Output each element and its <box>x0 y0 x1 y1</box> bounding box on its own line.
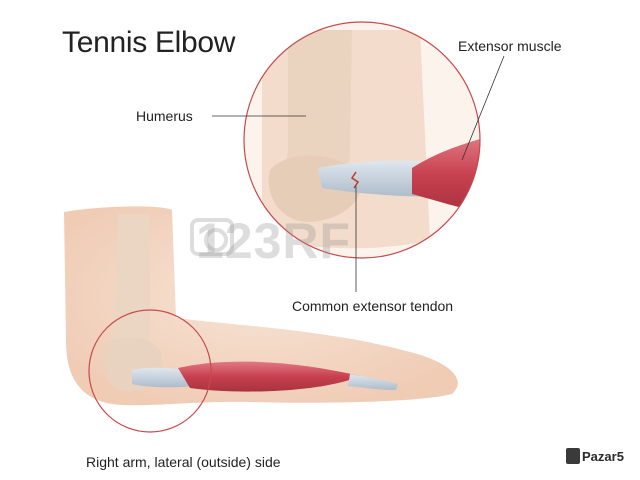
camera-icon <box>190 218 234 256</box>
muscle-lower <box>178 361 360 392</box>
magnify-circle-small <box>88 309 212 433</box>
logo: Pazar5 <box>566 448 624 464</box>
diagram-title: Tennis Elbow <box>62 26 236 59</box>
tendon-distal-lower <box>348 374 398 390</box>
tendon-lower <box>132 367 196 388</box>
label-common-extensor-tendon: Common extensor tendon <box>292 298 454 314</box>
watermark: 123RF <box>196 213 352 269</box>
humerus-bone-lower <box>112 214 150 372</box>
caption: Right arm, lateral (outside) side <box>86 454 281 470</box>
logo-text: Pazar5 <box>582 448 624 464</box>
logo-icon <box>566 448 580 464</box>
extensor-leader <box>461 55 505 161</box>
lower-arm-view <box>64 206 458 433</box>
label-extensor-muscle: Extensor muscle <box>458 38 562 54</box>
label-humerus: Humerus <box>136 108 193 124</box>
forearm-skin <box>64 206 458 406</box>
tear-mark <box>350 171 360 189</box>
magnify-circle-large <box>243 21 481 259</box>
